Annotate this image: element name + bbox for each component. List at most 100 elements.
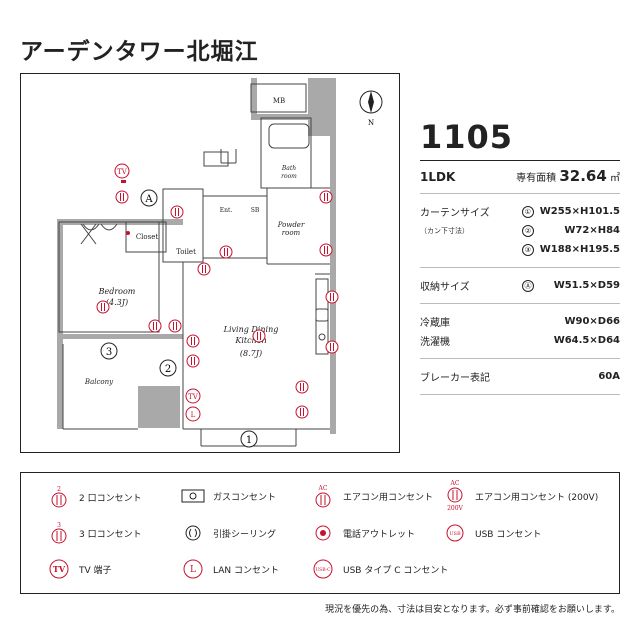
ent-label: Ent. <box>220 207 233 214</box>
storage-key: Ⓐ <box>522 279 534 292</box>
tv-outlet-icon: TV <box>114 163 130 179</box>
legend-outlet2: 2 2 口コンセント <box>47 485 142 509</box>
svg-text:USB: USB <box>449 531 461 537</box>
outlet-icon <box>186 334 200 348</box>
outlet-icon <box>295 380 309 394</box>
window-marker-2 <box>159 359 177 377</box>
outlet-3-icon: 3 <box>51 522 67 544</box>
legend-ceiling: 引掛シーリング <box>181 524 276 542</box>
tv-outlet-icon: TV <box>49 559 69 579</box>
outlet-symbols: TV TV L <box>96 163 339 422</box>
legend-ac200: AC 200V エアコン用コンセント (200V) <box>443 479 598 513</box>
legend-tv: TV TV 端子 <box>47 559 112 579</box>
breaker-row: ブレーカー表記 60A <box>420 367 620 386</box>
svg-text:AC: AC <box>450 480 460 487</box>
lan-outlet-icon: L <box>183 559 203 579</box>
breaker-label: ブレーカー表記 <box>420 373 490 384</box>
window-marker-2-label: 2 <box>165 364 171 375</box>
legend-ac200-label: エアコン用コンセント (200V) <box>475 492 599 503</box>
room-number: 1105 <box>420 118 514 156</box>
legend-lan: L LAN コンセント <box>181 559 279 579</box>
lan-outlet-icon: L <box>185 406 201 422</box>
bath-label-2: room <box>281 173 297 180</box>
ceiling-hook-icon <box>185 525 201 541</box>
svg-text:TV: TV <box>188 393 199 401</box>
storage-marker-a <box>140 189 158 207</box>
room-type: 1LDK <box>420 170 456 184</box>
outlet-icon <box>295 405 309 419</box>
washer-value: W64.5×D64 <box>553 335 620 346</box>
legend-ac: AC エアコン用コンセント <box>311 483 433 509</box>
curtain-key-2: ② <box>522 224 534 237</box>
curtain-row-3: ③ W188×H195.5 <box>420 240 620 259</box>
storage-label: 収納サイズ <box>420 282 470 293</box>
ldk-size: (8.7J) <box>240 349 262 358</box>
svg-text:2: 2 <box>57 486 61 493</box>
closet-label: Closet <box>136 233 159 241</box>
outlet-icon <box>168 319 182 333</box>
outlet-icon <box>219 245 233 259</box>
tv-outlet-icon: TV <box>185 388 201 404</box>
powder-label-2: room <box>282 229 301 237</box>
north-label: N <box>368 119 374 127</box>
outlet-icon <box>325 340 339 354</box>
svg-text:USB-C: USB-C <box>315 567 331 573</box>
window-marker-3-label: 3 <box>106 347 112 358</box>
legend-outlet3-label: 3 口コンセント <box>79 529 142 540</box>
fridge-label: 冷蔵庫 <box>420 318 450 329</box>
ac-200v-outlet-icon: AC 200V <box>447 480 463 512</box>
legend-gas: ガスコンセント <box>181 488 276 504</box>
area-value: 32.64 <box>559 167 607 185</box>
curtain-value-3: W188×H195.5 <box>539 244 620 255</box>
legend-usb-label: USB コンセント <box>475 529 542 540</box>
ac-outlet-icon: AC <box>315 485 331 508</box>
gas-outlet-icon <box>181 489 205 503</box>
outlet-icon <box>325 290 339 304</box>
curtain-key-1: ① <box>521 205 534 218</box>
curtain-note: （カン下寸法） <box>420 226 469 235</box>
outlet-2-icon: 2 <box>51 486 67 508</box>
legend-outlet2-label: 2 口コンセント <box>79 493 142 504</box>
legend-ac-label: エアコン用コンセント <box>343 492 434 503</box>
svg-text:L: L <box>190 565 196 575</box>
ldk-label: Living Dining <box>223 325 279 334</box>
symbol-legend: 2 2 口コンセント ガスコンセント AC エアコン用コンセント AC 200V… <box>20 472 620 594</box>
breaker-value: 60A <box>598 371 620 382</box>
bath-label: Bath <box>281 165 296 172</box>
window-marker-1-label: 1 <box>246 435 252 446</box>
outlet-icon <box>319 243 333 257</box>
curtain-row-2: （カン下寸法） ② W72×H84 <box>420 221 620 240</box>
unit-info-panel: 1105 1LDK 専有面積 32.64 ㎡ カーテンサイズ ① W255×H1… <box>420 120 620 403</box>
svg-text:L: L <box>191 411 196 419</box>
svg-text:200V: 200V <box>447 505 463 512</box>
legend-usbc-label: USB タイプ C コンセント <box>343 565 449 576</box>
window-markers: 1 2 3 A <box>100 189 258 448</box>
fridge-row: 冷蔵庫 W90×D66 <box>420 312 620 331</box>
property-title: アーデンタワー北堀江 <box>20 39 259 65</box>
outlet-icon <box>115 190 129 204</box>
floor-plan: MB Bath room Ent. SB Powder room Toilet … <box>20 73 400 453</box>
inner-lines <box>58 83 330 447</box>
legend-usbc: USB-C USB タイプ C コンセント <box>311 559 448 579</box>
toilet-label: Toilet <box>176 248 196 256</box>
svg-text:TV: TV <box>53 564 66 574</box>
area-row: 1LDK 専有面積 32.64 ㎡ <box>420 167 620 185</box>
legend-ceiling-label: 引掛シーリング <box>213 529 277 540</box>
legend-phone: 電話アウトレット <box>311 524 415 542</box>
legend-gas-label: ガスコンセント <box>213 492 277 503</box>
room-labels: MB Bath room Ent. SB Powder room Toilet … <box>84 97 305 386</box>
curtain-section: カーテンサイズ ① W255×H101.5 （カン下寸法） ② W72×H84 … <box>420 202 620 259</box>
curtain-value-2: W72×H84 <box>564 225 620 236</box>
outlet-icon <box>170 205 184 219</box>
window-marker-3 <box>100 342 118 360</box>
legend-tv-label: TV 端子 <box>79 565 112 576</box>
bedroom-size: (4.3J) <box>106 298 128 307</box>
washer-label: 洗濯機 <box>420 337 450 348</box>
area-label: 専有面積 <box>516 173 557 184</box>
area-unit: ㎡ <box>610 173 620 184</box>
washer-row: 洗濯機 W64.5×D64 <box>420 331 620 350</box>
mb-label: MB <box>273 97 285 105</box>
phone-outlet-icon <box>126 231 130 235</box>
floor-plan-drawing: MB Bath room Ent. SB Powder room Toilet … <box>57 78 383 448</box>
fridge-value: W90×D66 <box>564 316 620 327</box>
